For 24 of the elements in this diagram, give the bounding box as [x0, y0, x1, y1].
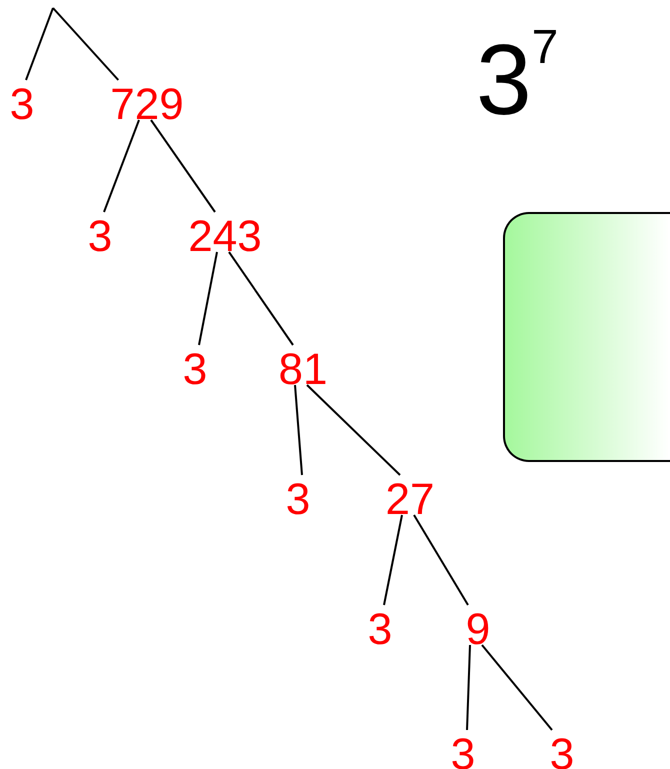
factor-number: 3: [286, 475, 310, 515]
branch-line: [466, 644, 471, 730]
branch-line: [103, 120, 140, 212]
branch-line: [52, 7, 120, 81]
factor-number: 9: [466, 605, 490, 645]
factor-number: 27: [386, 475, 434, 515]
branch-line: [294, 384, 303, 476]
rounded-box: [503, 212, 670, 462]
power-expression: 3$^{7}$: [476, 30, 558, 130]
branch-line: [383, 514, 403, 606]
branch-line: [25, 8, 54, 80]
factor-number: 243: [188, 212, 262, 252]
branch-line: [150, 119, 216, 213]
factor-number: 3: [10, 80, 34, 120]
factor-number: 81: [278, 345, 328, 385]
branch-line: [306, 384, 401, 476]
factor-number: 3: [182, 345, 208, 385]
branch-line: [198, 252, 218, 346]
branch-line: [481, 644, 553, 731]
factor-number: 729: [110, 80, 184, 120]
factor-number: 3: [88, 212, 112, 252]
factor-number: 3: [368, 605, 392, 645]
branch-line: [413, 514, 469, 606]
branch-line: [228, 251, 294, 346]
